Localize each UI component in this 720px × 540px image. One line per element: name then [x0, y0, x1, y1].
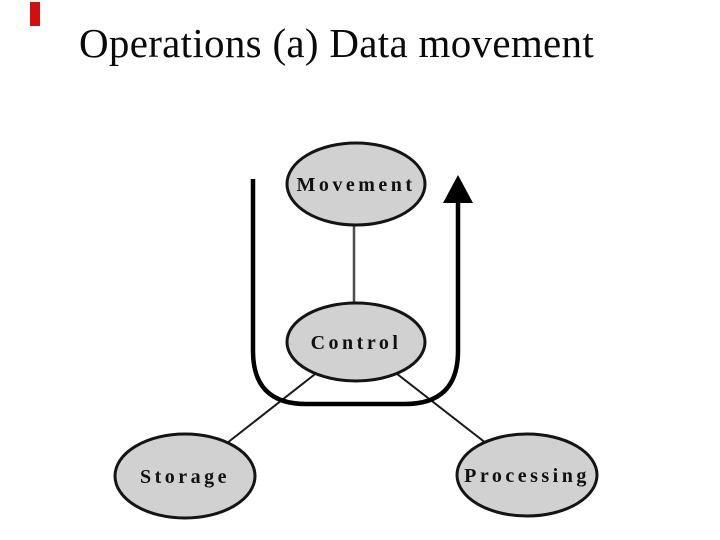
up-arrowhead-icon — [443, 175, 473, 203]
node-processing-label: Processing — [464, 465, 590, 487]
accent-bar — [30, 2, 40, 26]
node-control-label: Control — [311, 332, 402, 354]
node-movement — [285, 141, 427, 227]
node-processing — [455, 432, 599, 518]
loop-arrow-path — [250, 179, 461, 407]
node-movement-label: Movement — [296, 174, 415, 196]
node-control — [285, 301, 427, 383]
node-storage — [113, 432, 257, 520]
node-storage-label: Storage — [140, 466, 230, 488]
page-title: Operations (a) Data movement — [79, 20, 595, 66]
